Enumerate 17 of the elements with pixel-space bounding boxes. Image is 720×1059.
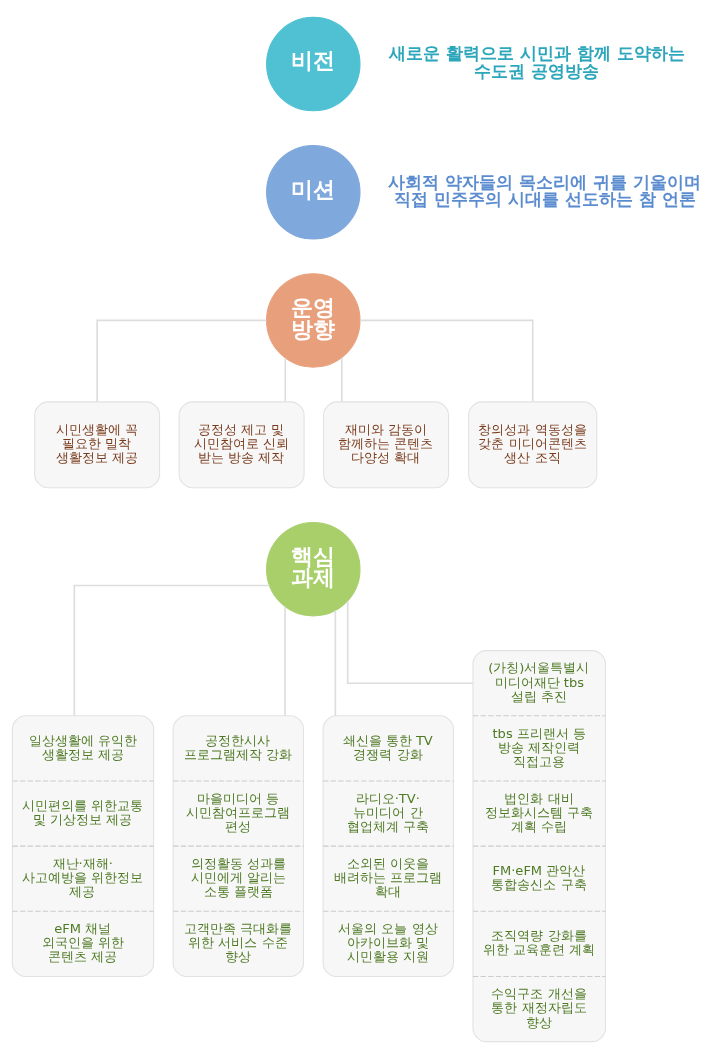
node-label: 사회적 약자들의 목소리에 귀를 기울이며 직접 민주주의 시대를 선도하는 참 언론 bbox=[388, 171, 702, 210]
node-box: 공정성 제고 및 시민참여로 신뢰 받는 방송 제작 bbox=[178, 401, 305, 489]
connector bbox=[346, 600, 474, 684]
node-box: 재미와 감동이 함께하는 콘텐츠 다양성 확대 bbox=[323, 401, 450, 489]
node-circle: 비전 bbox=[266, 16, 361, 112]
node-box: 시민생활에 꼭 필요한 밀착 생활정보 제공 bbox=[34, 401, 161, 489]
connector bbox=[73, 584, 271, 717]
node-circle: 미션 bbox=[266, 144, 361, 240]
connector bbox=[284, 357, 287, 403]
connector bbox=[96, 319, 268, 403]
node-circle: 핵심 과제 bbox=[266, 521, 361, 617]
connector bbox=[359, 319, 534, 403]
node-circle: 운영 방향 bbox=[266, 273, 361, 368]
node-box: 창의성과 역동성을 갖춘 미디어콘텐츠 생산 조직 bbox=[468, 401, 598, 489]
node-label: 새로운 활력으로 시민과 함께 도약하는 수도권 공영방송 bbox=[388, 43, 685, 81]
connector bbox=[334, 609, 337, 717]
connector bbox=[341, 356, 343, 403]
